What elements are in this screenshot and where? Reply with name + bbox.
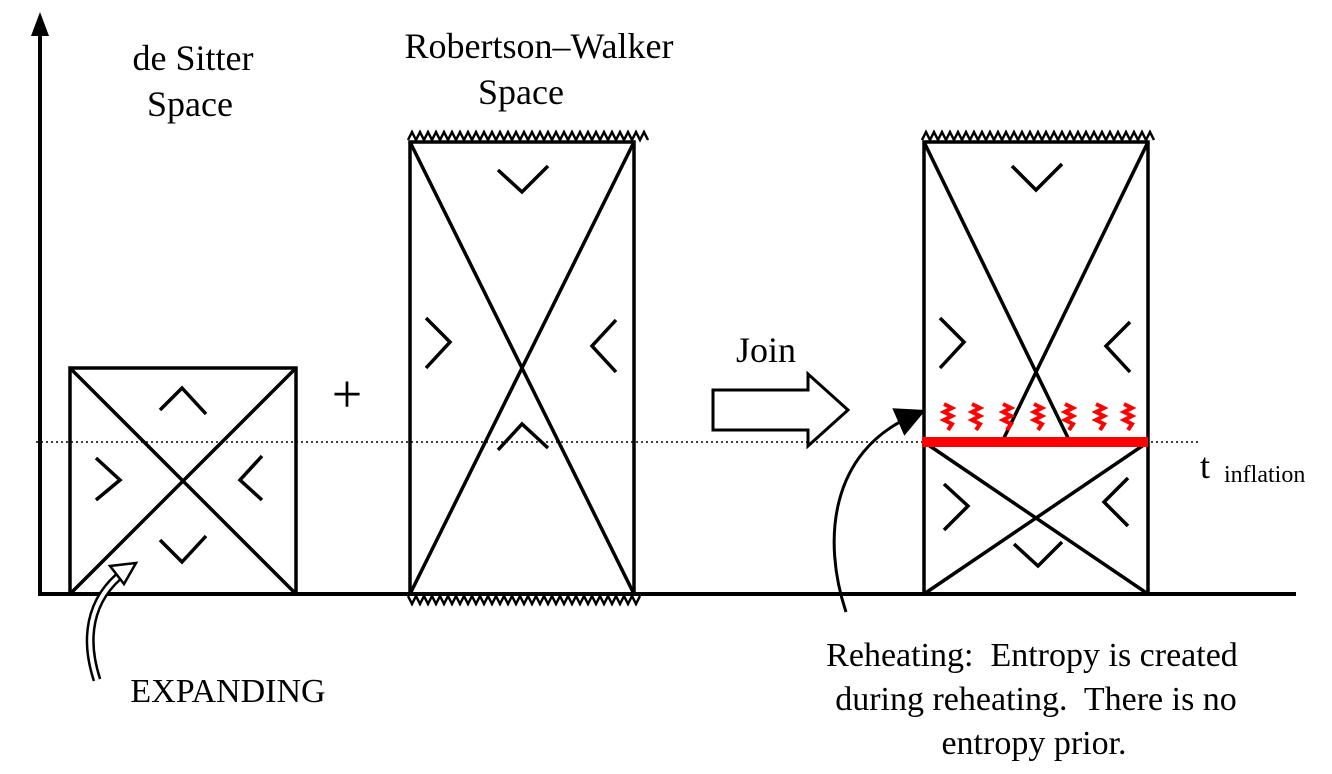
plus-sign: + — [332, 364, 362, 424]
rw-title-line1: Robertson–Walker — [404, 26, 673, 66]
chevron-up-icon — [496, 421, 550, 452]
reheating-pointer — [832, 408, 926, 613]
rw-title-line2: Space — [478, 72, 564, 112]
de-sitter-title-line1: de Sitter — [133, 38, 254, 78]
de-sitter-title-line2: Space — [147, 84, 233, 124]
de-sitter-diagram — [68, 366, 298, 596]
chevron-down-icon — [1012, 540, 1064, 569]
rw-bottom-singularity — [406, 593, 642, 607]
expanding-label: EXPANDING — [130, 673, 325, 710]
reheating-caption-line1: Reheating: Entropy is created — [826, 637, 1238, 674]
time-axis-arrowhead — [31, 12, 49, 36]
rw-top-singularity — [406, 129, 650, 143]
join-label: Join — [736, 330, 796, 370]
chevron-right-icon — [938, 316, 967, 370]
chevron-left-icon — [237, 454, 264, 502]
expanding-arrow — [85, 561, 139, 682]
reheating-caption-line3: entropy prior. — [941, 725, 1126, 762]
chevron-down-icon — [496, 164, 550, 195]
t-label: t — [1200, 446, 1210, 486]
chevron-left-icon — [1101, 476, 1130, 528]
t-inflation-subscript: inflation — [1224, 462, 1305, 488]
chevron-right-icon — [94, 456, 123, 502]
joined-diagram — [922, 140, 1150, 596]
chevron-left-icon — [1103, 320, 1132, 374]
chevron-down-icon — [1010, 162, 1064, 193]
chevron-up-icon — [158, 385, 208, 416]
chevron-down-icon — [158, 534, 208, 565]
reheating-band — [922, 437, 1148, 447]
chevron-right-icon — [424, 316, 453, 370]
chevron-left-icon — [589, 318, 618, 374]
reheating-caption-line2: during reheating. There is no — [835, 681, 1237, 718]
joined-top-singularity — [920, 129, 1156, 143]
join-arrow — [711, 370, 851, 450]
robertson-walker-diagram — [408, 140, 636, 596]
chevron-right-icon — [942, 482, 971, 532]
reheating-squiggles — [939, 402, 1137, 432]
